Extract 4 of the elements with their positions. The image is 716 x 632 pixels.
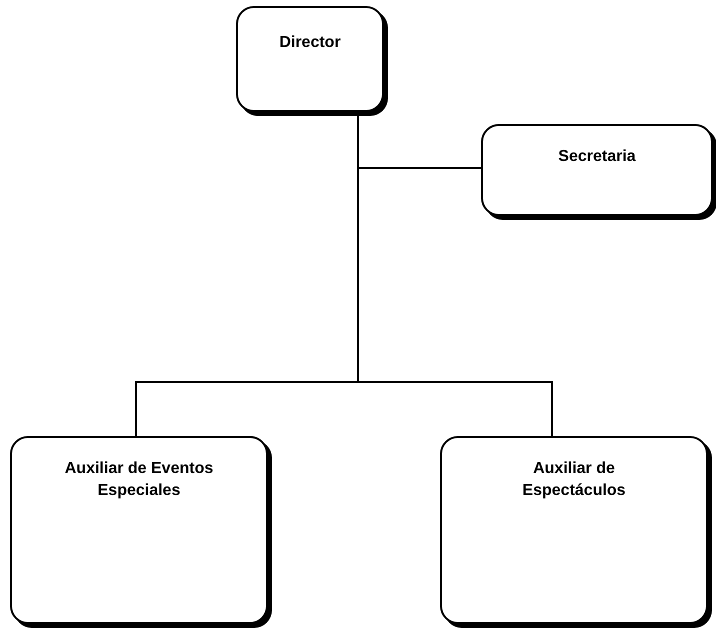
role-title: Auxiliar de Espectáculos: [521, 459, 627, 501]
role-title: Director: [278, 33, 342, 53]
role-title: Secretaria: [557, 147, 637, 167]
role-title: Auxiliar de Eventos Especiales: [64, 459, 214, 501]
